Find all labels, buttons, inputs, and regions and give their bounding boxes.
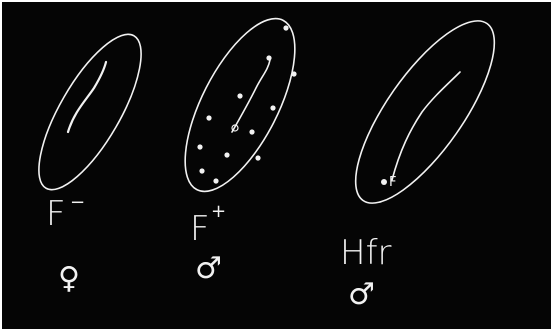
plasmid-dot [266, 55, 271, 60]
female-symbol-icon: ♀ [58, 264, 80, 294]
cell-hfr-outline [332, 2, 518, 223]
plasmid-dot [291, 71, 296, 76]
cell-f-minus-outline [20, 21, 160, 203]
plasmid-dot [197, 144, 202, 149]
cell-f-minus-label: F [46, 197, 66, 231]
cell-f-minus-sign: − [70, 194, 85, 212]
plasmid-dot [237, 93, 242, 98]
plasmid-dot [270, 105, 275, 110]
male-symbol-icon: ♂ [195, 254, 222, 284]
cell-f-plus-outline [163, 3, 317, 207]
plasmid-dot [249, 129, 254, 134]
cell-hfr-label: Hfr [340, 236, 392, 270]
cell-f-minus-chromosome [68, 62, 106, 132]
plasmid-dot [199, 168, 204, 173]
plasmid-dot [283, 25, 288, 30]
plasmid-dot [206, 115, 211, 120]
plasmid-dot [255, 155, 260, 160]
cell-f-plus-sign: + [211, 203, 226, 221]
hfr-integration-dot [381, 179, 387, 185]
plasmid-dot [213, 178, 218, 183]
male-symbol-icon: ♂ [348, 280, 375, 310]
hfr-integrated-f-label: F [389, 176, 396, 189]
plasmid-dot [224, 152, 229, 157]
cell-f-plus-label: F [190, 212, 210, 246]
cell-hfr-chromosome [392, 72, 460, 180]
